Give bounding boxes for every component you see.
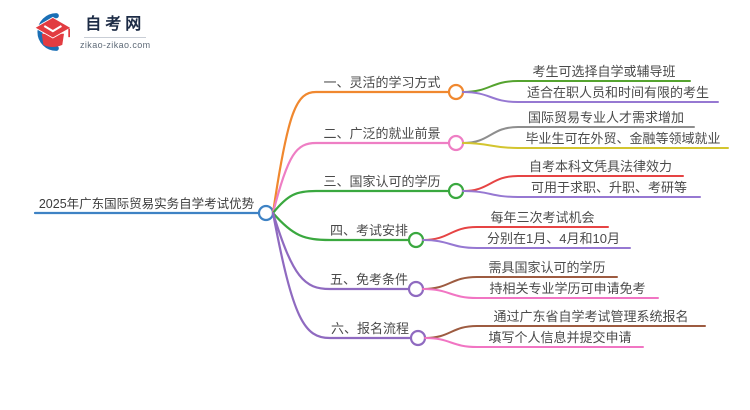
root-topic[interactable]: 2025年广东国际贸易实务自学考试优势 [38,197,255,211]
child-topic[interactable]: 可用于求职、升职、考研等 [530,180,687,195]
logo-divider [84,36,147,38]
branch-topic[interactable]: 五、免考条件 [330,272,409,287]
mindmap-edge [422,239,631,249]
child-topic[interactable]: 适合在职人员和时间有限的考生 [526,85,709,100]
site-name: 自考网 [85,15,146,33]
child-topic[interactable]: 毕业生可在外贸、金融等领域就业 [525,131,721,146]
mindmap-edge [271,141,451,215]
node-toggle-circle[interactable] [447,134,465,152]
branch-topic[interactable]: 三、国家认可的学历 [323,174,441,189]
child-topic[interactable]: 每年三次考试机会 [490,210,595,225]
mindmap-edge [462,91,719,103]
child-topic[interactable]: 分别在1月、4月和10月 [487,231,620,246]
branch-topic[interactable]: 四、考试安排 [330,223,409,238]
child-topic[interactable]: 填写个人信息并提交申请 [488,330,632,345]
node-toggle-circle[interactable] [447,83,465,101]
node-toggle-circle[interactable] [407,231,425,249]
child-topic[interactable]: 持相关专业学历可申请免考 [489,281,646,296]
mindmap-edge [271,90,451,215]
node-toggle-circle[interactable] [409,329,427,347]
mindmap-edge [462,142,729,149]
mindmap-edge [422,288,659,299]
child-topic[interactable]: 通过广东省自学考试管理系统报名 [493,309,689,324]
branch-topic[interactable]: 二、广泛的就业前景 [323,126,441,141]
site-logo[interactable]: 自考网 zikao-zikao.com [28,10,151,54]
child-topic[interactable]: 自考本科文凭具法律效力 [528,159,672,174]
node-toggle-circle[interactable] [447,182,465,200]
node-toggle-circle[interactable] [257,204,275,222]
mindmap-edge [271,189,451,215]
child-topic[interactable]: 国际贸易专业人才需求增加 [527,110,684,125]
site-url: zikao-zikao.com [80,39,151,50]
mindmap-edge [424,337,644,348]
graduation-cap-logo-icon [33,13,72,51]
branch-topic[interactable]: 一、灵活的学习方式 [323,75,441,90]
node-toggle-circle[interactable] [407,280,425,298]
child-topic[interactable]: 需具国家认可的学历 [488,260,606,275]
branch-topic[interactable]: 六、报名流程 [330,321,409,336]
mindmap-edge [271,211,413,340]
mindmap-edge [271,211,411,242]
mindmap-edge [271,211,411,291]
mindmap-edge [462,190,701,198]
child-topic[interactable]: 考生可选择自学或辅导班 [532,64,676,79]
